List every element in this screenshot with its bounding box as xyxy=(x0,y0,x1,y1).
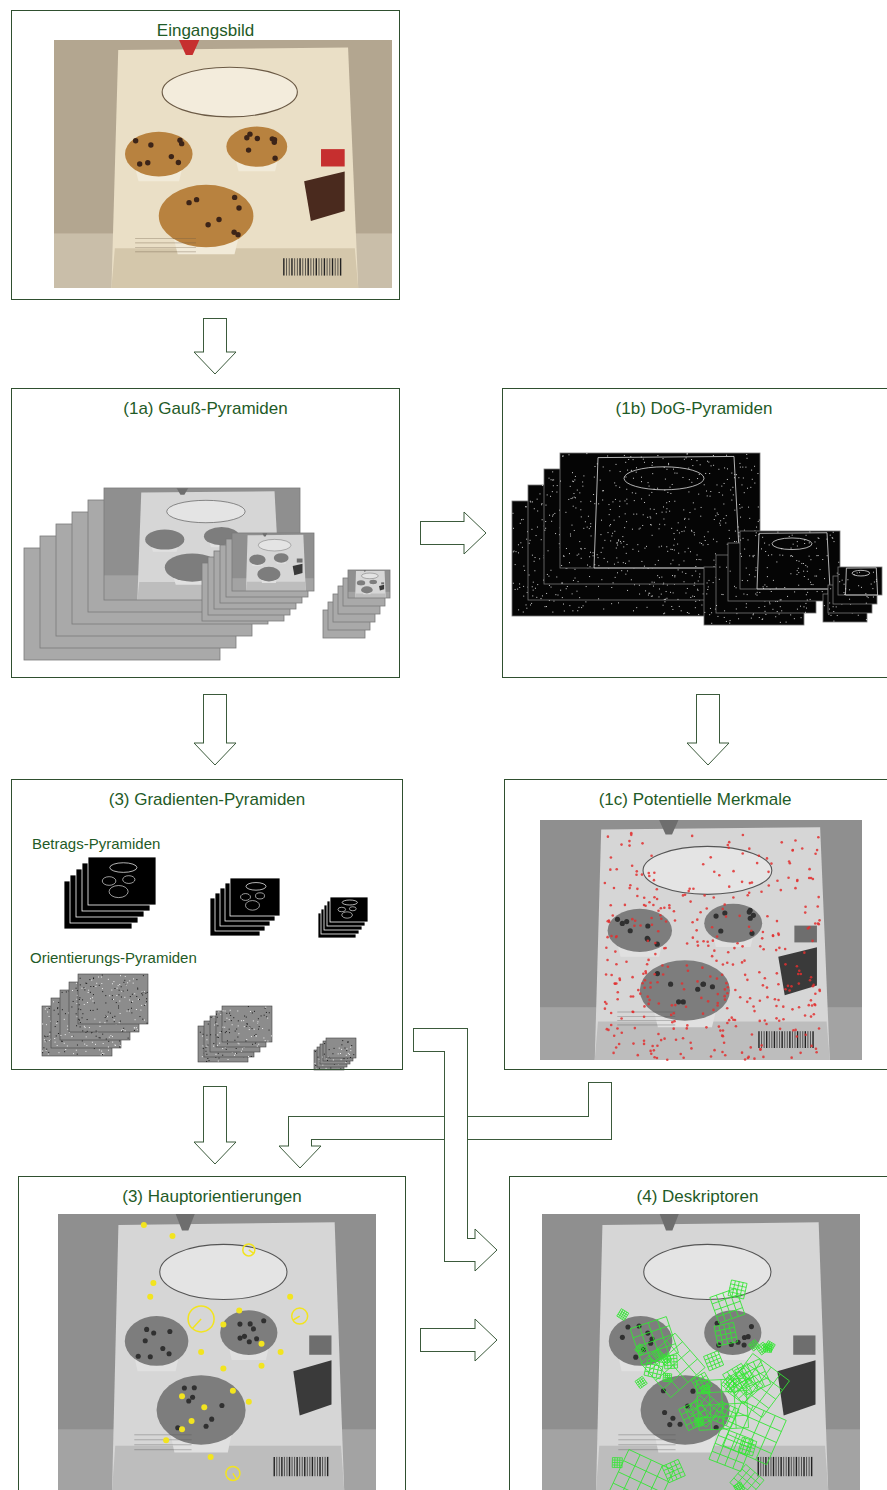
panel-box: (1c) Potentielle Merkmale xyxy=(504,779,887,1070)
sub-label: Betrags-Pyramiden xyxy=(32,835,160,853)
pyramid-layer xyxy=(232,533,314,591)
pyramid-layer xyxy=(78,974,148,1024)
panel-title: (4) Deskriptoren xyxy=(637,1187,759,1207)
panel-box: Eingangsbild xyxy=(11,10,400,300)
panel-box: (3) Gradienten-PyramidenBetrags-Pyramide… xyxy=(11,779,403,1070)
panel-title: (1c) Potentielle Merkmale xyxy=(599,790,792,810)
block-arrow xyxy=(194,694,236,765)
pyramid-layer xyxy=(326,1038,356,1058)
block-arrow xyxy=(687,694,729,765)
pyramid-layer xyxy=(222,1006,272,1042)
block-arrow xyxy=(420,512,486,554)
pyramid-layer xyxy=(230,878,280,916)
sub-label: Orientierungs-Pyramiden xyxy=(30,949,197,967)
gauss-pyramid-stacks xyxy=(24,488,390,660)
block-arrow xyxy=(420,1319,497,1361)
panel-title: Eingangsbild xyxy=(157,21,254,41)
dog-pyramid-stacks xyxy=(512,453,882,625)
panel-title: (3) Hauptorientierungen xyxy=(122,1187,302,1207)
panel-box: (3) Hauptorientierungen xyxy=(18,1176,406,1490)
feature-photo xyxy=(540,820,862,1061)
pyramid-layer xyxy=(88,857,156,905)
block-arrow xyxy=(194,1086,236,1164)
pyramid-layer xyxy=(740,531,840,589)
orientation-photo xyxy=(58,1214,376,1490)
panel-box: (4) Deskriptoren xyxy=(509,1176,887,1490)
pyramid-layer xyxy=(838,567,882,595)
panel-box: (1a) Gauß-Pyramiden xyxy=(11,388,400,678)
input-photo xyxy=(54,40,392,288)
descriptor-photo xyxy=(542,1214,860,1490)
block-arrow xyxy=(279,1082,600,1168)
panel-title: (1a) Gauß-Pyramiden xyxy=(123,399,287,419)
pyramid-layer xyxy=(330,897,368,922)
block-arrow xyxy=(194,318,236,374)
panel-title: (3) Gradienten-Pyramiden xyxy=(109,790,306,810)
panel-title: (1b) DoG-Pyramiden xyxy=(616,399,773,419)
block-arrow xyxy=(413,1040,497,1271)
panel-box: (1b) DoG-Pyramiden xyxy=(502,388,887,678)
pyramid-layer xyxy=(348,570,390,598)
